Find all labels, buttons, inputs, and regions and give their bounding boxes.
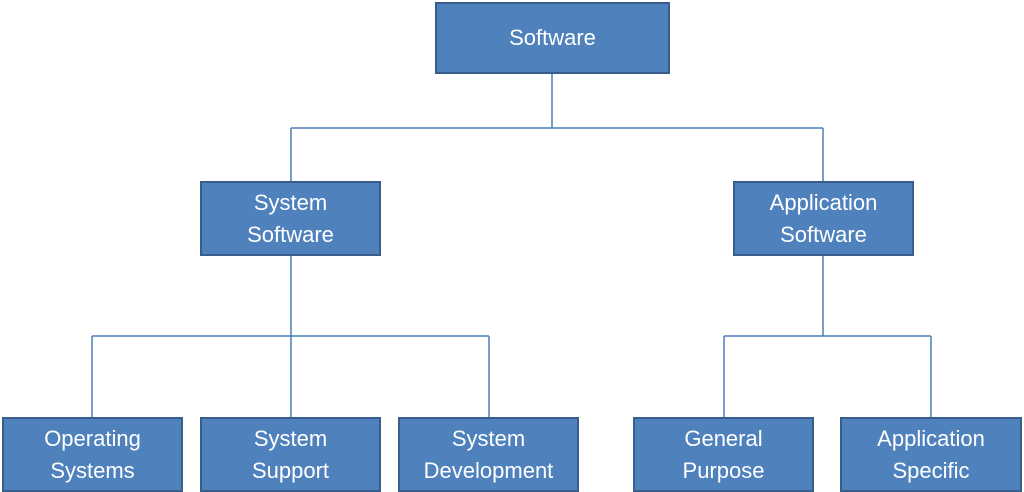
node-system-software-line-2: Software: [247, 221, 334, 247]
node-operating-systems: Operating Systems: [2, 417, 183, 492]
node-system-development-line-1: System: [451, 425, 526, 451]
node-application-software: Application Software: [733, 181, 914, 256]
node-application-specific: Application Specific: [840, 417, 1022, 492]
node-application-specific-line-1: Application: [877, 425, 985, 451]
node-system-software: System Software: [200, 181, 381, 256]
node-application-software-line-2: Software: [780, 221, 867, 247]
node-general-purpose-line-2: Purpose: [682, 457, 765, 483]
node-system-support-line-1: System: [253, 425, 328, 451]
node-application-specific-line-2: Specific: [892, 457, 970, 483]
node-system-development-line-2: Development: [423, 457, 554, 483]
node-system-support: System Support: [200, 417, 381, 492]
node-software: Software: [435, 2, 670, 74]
node-software-label: Software: [509, 25, 596, 50]
node-general-purpose-line-1: General: [684, 425, 763, 451]
node-operating-systems-line-1: Operating: [44, 425, 141, 451]
node-operating-systems-line-2: Systems: [50, 457, 135, 483]
node-system-development: System Development: [398, 417, 579, 492]
node-system-support-line-2: Support: [251, 457, 330, 483]
node-general-purpose: General Purpose: [633, 417, 814, 492]
node-application-software-line-1: Application: [769, 189, 878, 215]
node-system-software-line-1: System: [253, 189, 328, 215]
